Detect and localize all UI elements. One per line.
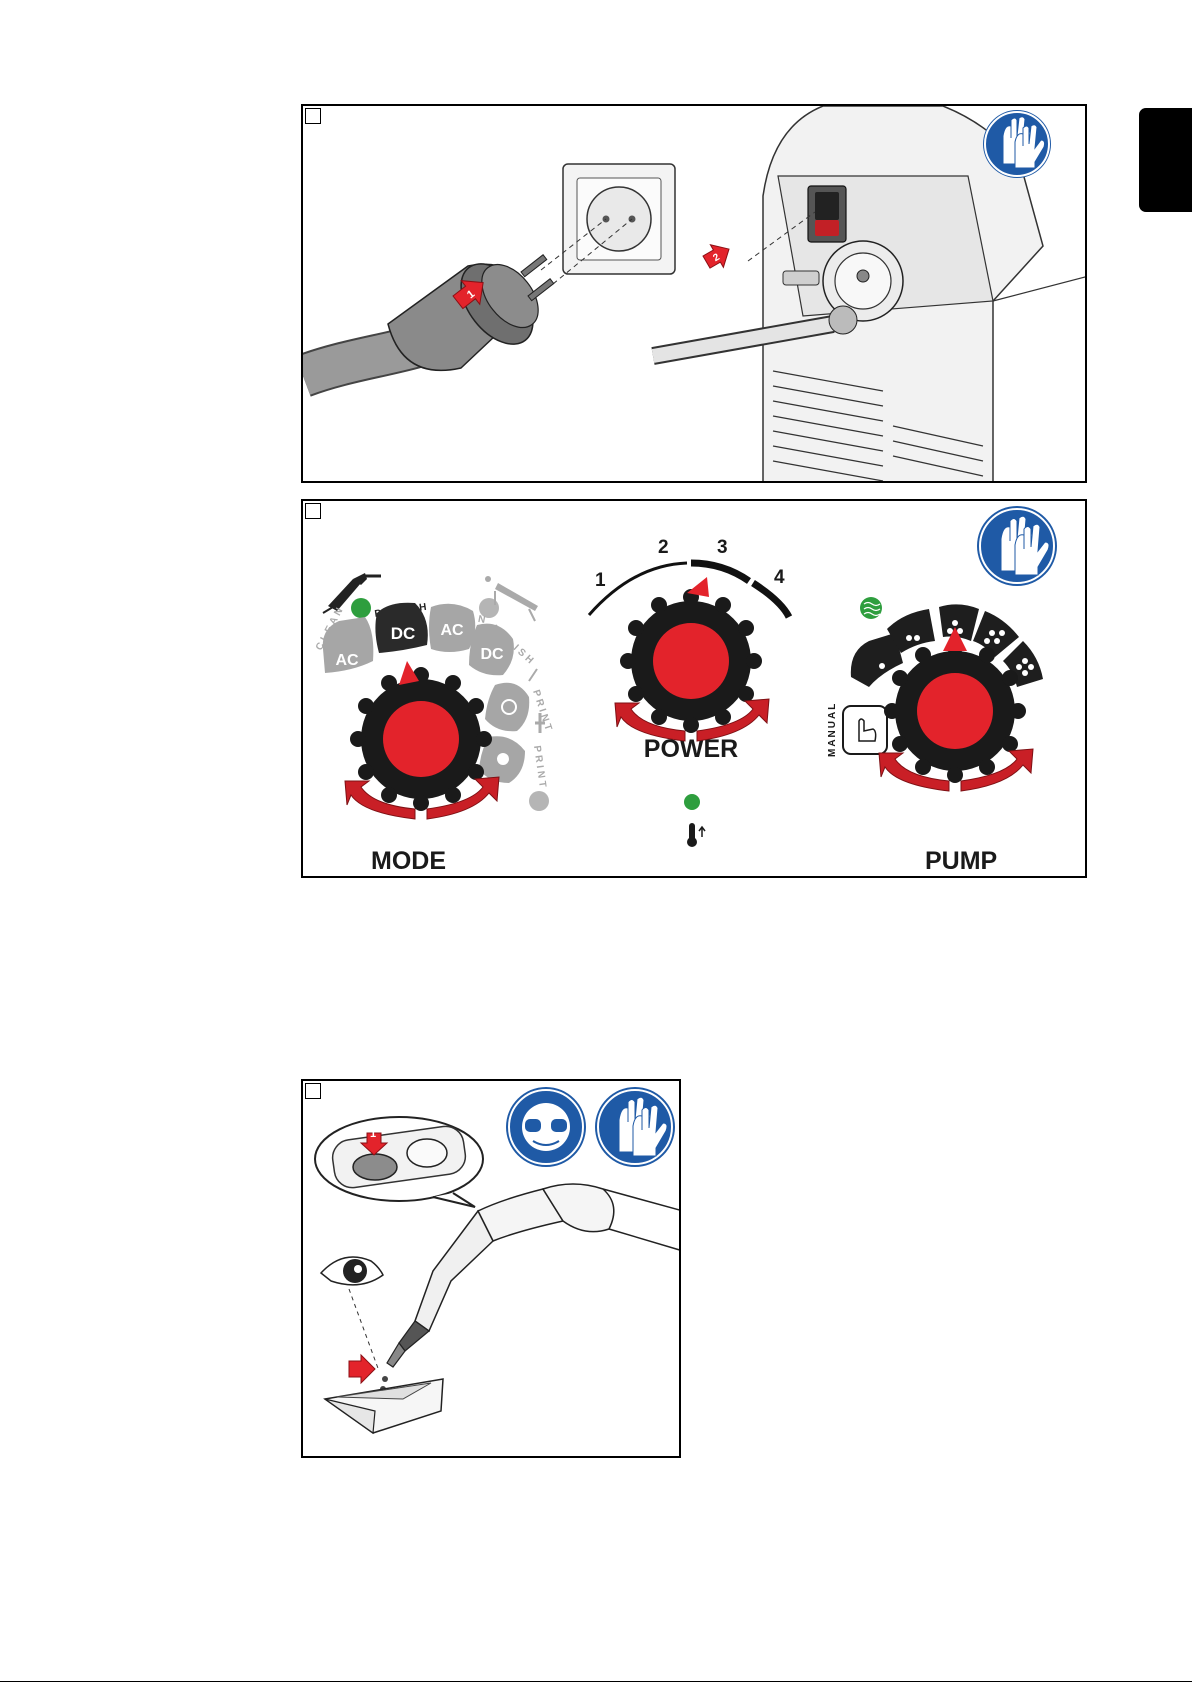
- coolant-icon: [860, 597, 882, 619]
- mode-arc-print-1: PRINT: [530, 689, 554, 735]
- gloves-icon: [595, 1087, 675, 1167]
- power-level-2: 2: [658, 537, 669, 558]
- button-arrow-number: 1: [370, 1128, 376, 1140]
- temperature-led: [684, 794, 700, 810]
- gloves-icon: [977, 506, 1057, 586]
- power-label: POWER: [644, 735, 738, 763]
- thermometer-icon: [687, 823, 705, 847]
- figure-torch-coolant-check: 1: [301, 1079, 681, 1458]
- control-panel-illustration: CLEAN POLISH CLEAN POLISH PRINT PRINT AC…: [303, 501, 1087, 878]
- power-level-3: 3: [717, 537, 728, 558]
- plug-illustration: 1 2: [303, 106, 1087, 483]
- mode-label: MODE: [371, 847, 446, 875]
- torch-illustration: 1: [303, 1081, 681, 1458]
- gloves-icon: [983, 110, 1051, 178]
- step-marker: [305, 1083, 321, 1099]
- mode-arc-print-2: PRINT: [531, 745, 548, 791]
- safety-goggles-icon: [506, 1087, 586, 1167]
- pump-manual-label: MANUAL: [827, 702, 838, 757]
- step-marker: [305, 108, 321, 124]
- eye-icon: [321, 1257, 383, 1285]
- mode-btn-ac-1: AC: [335, 652, 359, 669]
- power-level-4: 4: [774, 567, 785, 588]
- language-tab: [1139, 108, 1192, 212]
- mode-btn-ac-2: AC: [440, 622, 464, 639]
- step-marker: [305, 503, 321, 519]
- footer-rule: [0, 1681, 1192, 1682]
- figure-plug-connection: 1 2: [301, 104, 1087, 483]
- power-level-1: 1: [595, 570, 606, 591]
- mode-btn-dc-2: DC: [480, 646, 504, 663]
- pump-label: PUMP: [925, 847, 997, 875]
- figure-control-panel: CLEAN POLISH CLEAN POLISH PRINT PRINT AC…: [301, 499, 1087, 878]
- mode-btn-dc: DC: [391, 624, 416, 643]
- mode-led: [351, 598, 371, 618]
